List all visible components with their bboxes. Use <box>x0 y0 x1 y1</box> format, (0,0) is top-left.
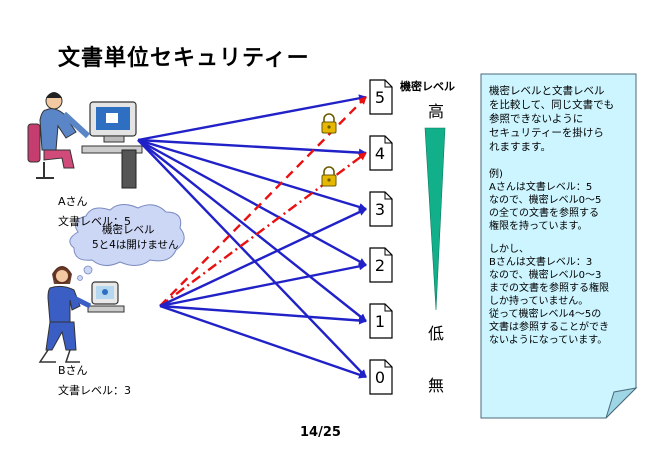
document-icon: 2 <box>369 247 393 283</box>
bubble-line-1: 機密レベル <box>102 224 155 236</box>
scale-high-label: 高 <box>428 102 445 121</box>
explanation-note: 機密レベルと文書レベル を比較して、同じ文書でも 参照できないように セキュリテ… <box>481 74 636 418</box>
scale-none-label: 無 <box>428 376 445 395</box>
document-level-label: 5 <box>375 88 385 107</box>
user-a-access-line <box>137 94 367 142</box>
lock-icon <box>321 166 337 187</box>
document-level-label: 2 <box>375 256 385 275</box>
user-a-figure <box>27 92 143 189</box>
user-a-access-line <box>137 139 367 378</box>
page-number: 14/25 <box>300 425 341 440</box>
user-b-figure <box>38 266 125 363</box>
user-b-blocked-line <box>159 152 367 307</box>
lock-icon <box>321 113 337 134</box>
user-b-access-line <box>159 304 367 325</box>
note-paragraph-3: しかし、 Bさんは文書レベル：3 なので、機密レベル0～3 までの文書を参照する… <box>489 244 609 346</box>
user-b-access-line <box>159 207 367 308</box>
user-a-access-line <box>137 139 367 322</box>
explanation-note-shape <box>480 73 638 419</box>
user-a-access-line <box>137 138 367 157</box>
note-paragraph-1: 機密レベルと文書レベル を比較して、同じ文書でも 参照できないように セキュリテ… <box>489 85 615 153</box>
user-b-doc-level: 文書レベル：3 <box>58 384 131 397</box>
user-a-access-line <box>137 138 367 267</box>
user-a-access-line <box>137 138 367 211</box>
user-b-access-line <box>159 304 367 379</box>
document-level-label: 4 <box>375 144 385 163</box>
document-level-label: 1 <box>375 312 385 331</box>
note-paragraph-2: 例) Aさんは文書レベル：5 なので、機密レベル0～5 の全ての文書を参照する … <box>489 169 602 232</box>
document-level-label: 0 <box>375 368 385 387</box>
level-gauge <box>424 127 446 311</box>
user-a-name: Aさん <box>58 195 88 208</box>
user-a-doc-level: 文書レベル：5 <box>58 215 131 228</box>
document-icon: 1 <box>369 303 393 339</box>
page-title: 文書単位セキュリティー <box>58 46 310 71</box>
document-icon: 5 <box>369 79 393 115</box>
document-stack: 5 4 3 2 1 0 <box>369 79 393 395</box>
user-b-access-line <box>159 262 367 308</box>
document-icon: 3 <box>369 191 393 227</box>
thought-bubble <box>69 204 185 281</box>
bubble-line-2: 5と4は開けません <box>92 239 179 251</box>
scale-low-label: 低 <box>428 324 445 343</box>
user-b-name: Bさん <box>58 364 88 377</box>
document-level-label: 3 <box>375 200 385 219</box>
confidentiality-level-heading: 機密レベル <box>400 80 455 93</box>
document-icon: 4 <box>369 135 393 171</box>
document-icon: 0 <box>369 359 393 395</box>
